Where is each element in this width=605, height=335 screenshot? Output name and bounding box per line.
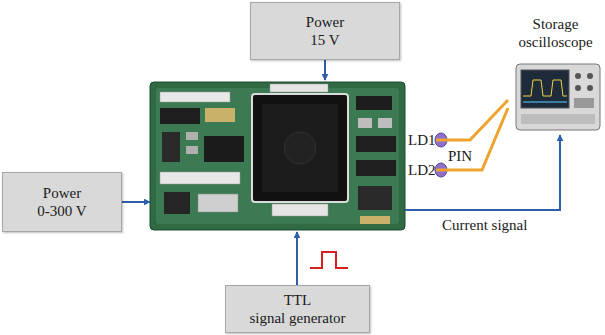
node-text: Storage oscilloscope	[508, 15, 603, 51]
node-text: signal generator	[249, 309, 345, 327]
oscilloscope: Storage oscilloscope	[508, 15, 603, 135]
power-box: Power15 V	[250, 2, 400, 60]
port-label: LD1	[408, 131, 436, 149]
node-text: 0-300 V	[37, 202, 86, 220]
signal-generator-box: TTLsignal generator	[225, 285, 370, 333]
node-text: Power	[43, 184, 81, 202]
trigger-arrow	[296, 232, 298, 285]
node-text: 15 V	[310, 31, 339, 49]
power-arrow	[122, 201, 150, 203]
node-text: TTL	[284, 291, 312, 309]
power-box: Power0-300 V	[2, 172, 122, 232]
driver-board: LD1LD2	[150, 80, 436, 232]
node-text: Power	[306, 13, 344, 31]
power-arrow	[324, 60, 326, 80]
edge-label: Current signal	[440, 216, 529, 234]
signal-label: PIN	[446, 147, 474, 165]
port-label: LD2	[408, 161, 436, 179]
optical-fiber	[436, 108, 508, 170]
current-signal-line	[436, 135, 560, 210]
